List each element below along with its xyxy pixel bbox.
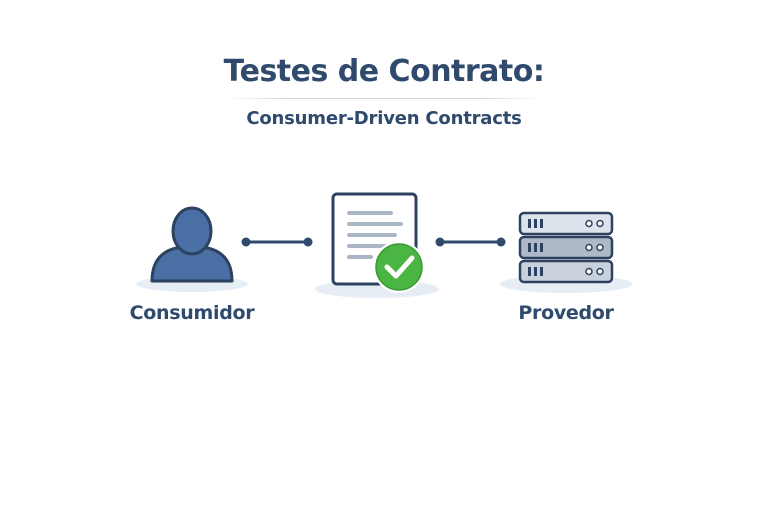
connector-contract-provider bbox=[435, 237, 506, 247]
consumer-label: Consumidor bbox=[129, 302, 255, 324]
connector-consumer-contract bbox=[241, 237, 313, 247]
provider-node bbox=[500, 211, 632, 293]
check-icon bbox=[373, 241, 425, 293]
user-icon bbox=[150, 206, 234, 283]
title-divider bbox=[222, 98, 546, 99]
page-subtitle: Consumer-Driven Contracts bbox=[246, 108, 522, 129]
consumer-node bbox=[136, 206, 248, 292]
server-unit-top bbox=[518, 211, 614, 236]
server-icon bbox=[518, 211, 614, 284]
server-unit-middle bbox=[518, 235, 614, 260]
page-title: Testes de Contrato: bbox=[223, 54, 545, 89]
contract-node bbox=[315, 192, 439, 298]
server-unit-bottom bbox=[518, 259, 614, 284]
provider-label: Provedor bbox=[518, 302, 614, 324]
